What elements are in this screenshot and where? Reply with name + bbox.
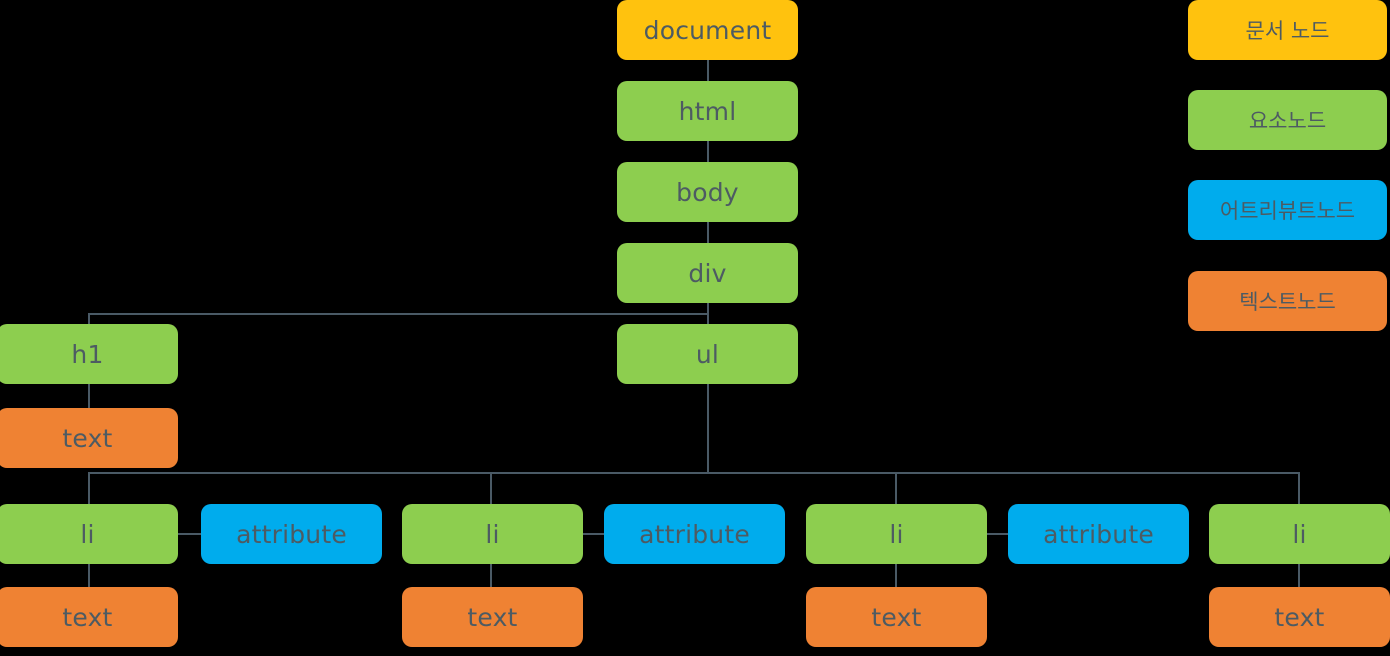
edge-ul-li-3 bbox=[895, 472, 897, 504]
node-li-1-text[interactable]: text bbox=[0, 587, 178, 647]
node-li-4[interactable]: li bbox=[1209, 504, 1390, 564]
edge-li2-text bbox=[490, 564, 492, 587]
node-attribute-1[interactable]: attribute bbox=[201, 504, 382, 564]
edge-document-html bbox=[707, 60, 709, 81]
edge-li3-attribute3 bbox=[985, 533, 1009, 535]
legend-item-element-node: 요소노드 bbox=[1188, 90, 1387, 150]
node-li-3-text[interactable]: text bbox=[806, 587, 987, 647]
edge-li3-text bbox=[895, 564, 897, 587]
legend-item-document-node: 문서 노드 bbox=[1188, 0, 1387, 60]
edge-ul-drop bbox=[707, 384, 709, 473]
edge-body-div bbox=[707, 222, 709, 243]
node-h1-text[interactable]: text bbox=[0, 408, 178, 468]
edge-ul-li-2 bbox=[490, 472, 492, 504]
edge-li2-attribute2 bbox=[581, 533, 605, 535]
legend-item-text-node: 텍스트노드 bbox=[1188, 271, 1387, 331]
edge-h1-text bbox=[88, 384, 90, 408]
node-li-1[interactable]: li bbox=[0, 504, 178, 564]
node-html[interactable]: html bbox=[617, 81, 798, 141]
node-li-2-text[interactable]: text bbox=[402, 587, 583, 647]
edge-li4-text bbox=[1298, 564, 1300, 587]
node-li-3[interactable]: li bbox=[806, 504, 987, 564]
edge-ul-li-4 bbox=[1298, 472, 1300, 504]
node-attribute-3[interactable]: attribute bbox=[1008, 504, 1189, 564]
edge-div-h1 bbox=[88, 313, 90, 324]
node-h1[interactable]: h1 bbox=[0, 324, 178, 384]
node-li-4-text[interactable]: text bbox=[1209, 587, 1390, 647]
edge-li1-text bbox=[88, 564, 90, 587]
edge-div-children-bus bbox=[88, 313, 709, 315]
edge-ul-children-bus bbox=[88, 472, 1300, 474]
node-body[interactable]: body bbox=[617, 162, 798, 222]
edge-li1-attribute1 bbox=[178, 533, 202, 535]
edge-html-body bbox=[707, 141, 709, 162]
node-ul[interactable]: ul bbox=[617, 324, 798, 384]
node-attribute-2[interactable]: attribute bbox=[604, 504, 785, 564]
legend-item-attribute-node: 어트리뷰트노드 bbox=[1188, 180, 1387, 240]
node-document[interactable]: document bbox=[617, 0, 798, 60]
node-div[interactable]: div bbox=[617, 243, 798, 303]
node-li-2[interactable]: li bbox=[402, 504, 583, 564]
edge-ul-li-1 bbox=[88, 472, 90, 504]
